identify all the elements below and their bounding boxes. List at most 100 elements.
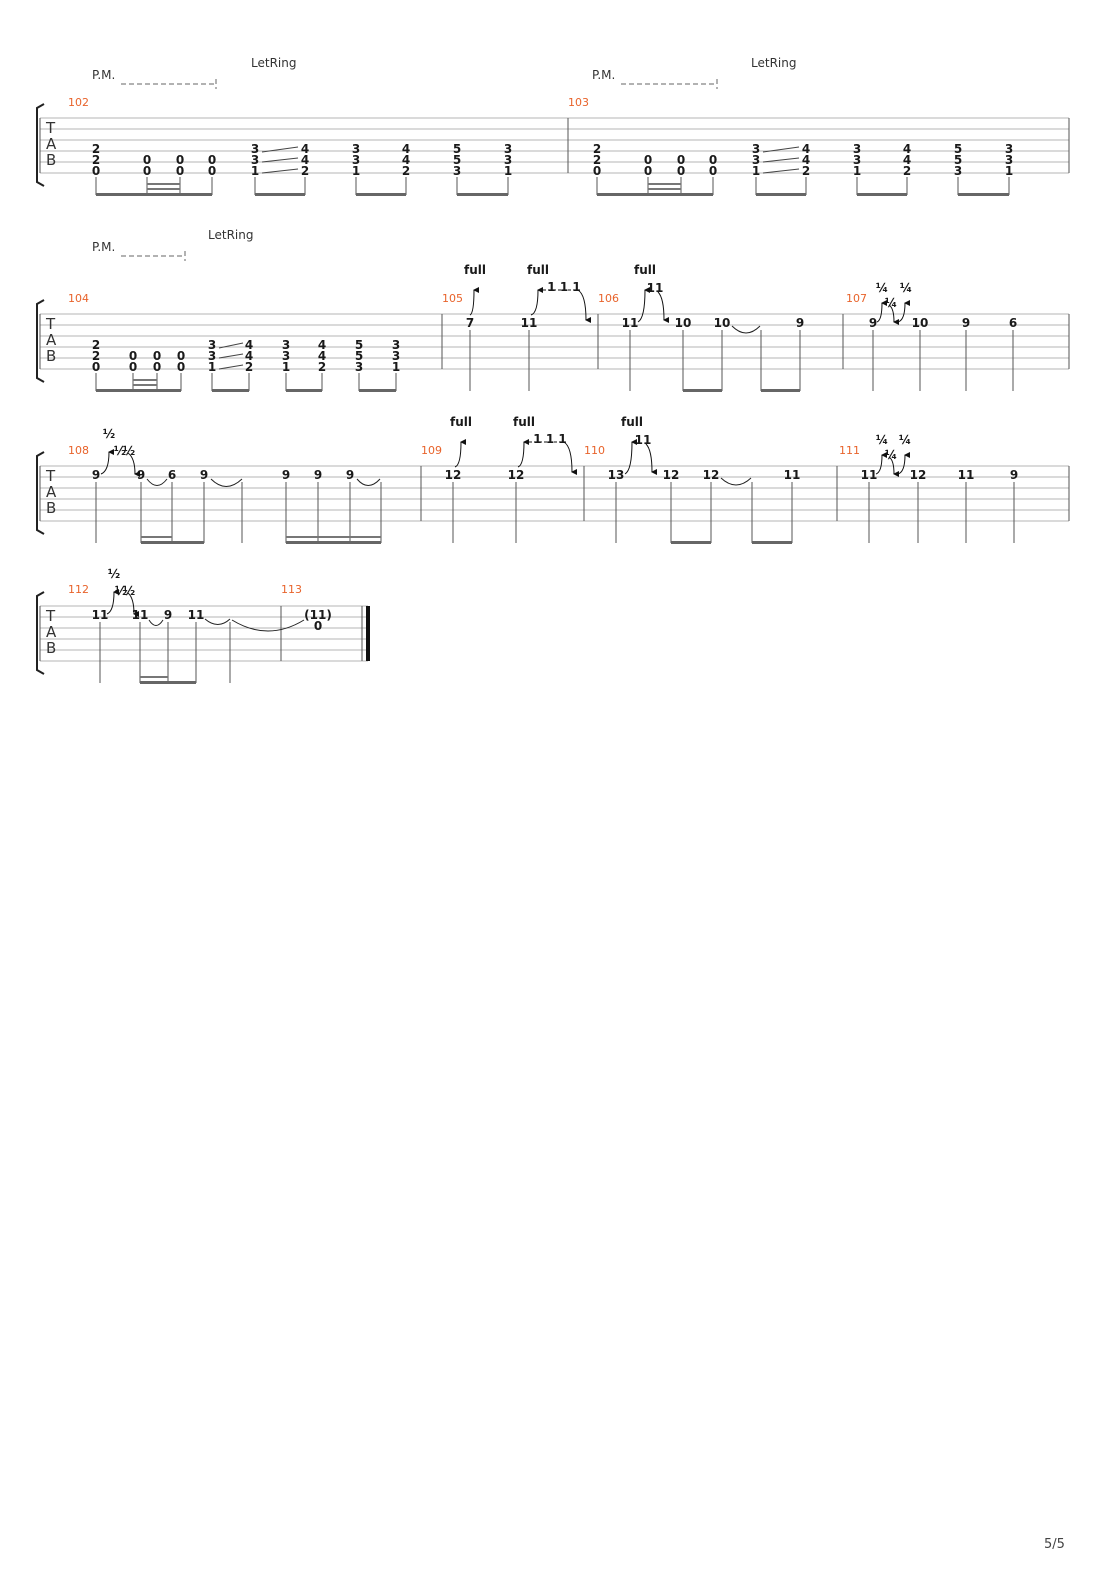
fret-number: 0 — [593, 164, 601, 178]
release-arrow — [127, 452, 141, 477]
fret-number: 2 — [301, 164, 309, 178]
fret-number: 9 — [282, 468, 290, 482]
measure-number: 112 — [68, 583, 89, 596]
final-barline-thick — [366, 606, 370, 661]
measure-number: 102 — [68, 96, 89, 109]
system-4: T A B 112 113 11 11 9 11 ½ ½ ½ (11) 0 — [36, 567, 370, 684]
bend-label: ½ — [114, 444, 126, 458]
measure-number: 109 — [421, 444, 442, 457]
fret-number: 4 — [301, 142, 309, 156]
slide-lines — [261, 146, 299, 174]
fret-number: 0 — [129, 349, 137, 363]
measure-108-stems — [95, 482, 382, 544]
palm-mute-extent — [621, 79, 718, 89]
fret-number: 2 — [802, 164, 810, 178]
fret-number: 9 — [1010, 468, 1018, 482]
fret-number: 1 — [752, 164, 760, 178]
fret-number: 1 — [352, 164, 360, 178]
fret-number: 9 — [796, 316, 804, 330]
measure-110-stems — [615, 482, 793, 544]
release-arrow — [645, 443, 658, 475]
bend-arrow — [100, 449, 115, 475]
fret-number: 2 — [593, 153, 601, 167]
release-arrow — [888, 304, 900, 325]
fret-number: 1 — [504, 164, 512, 178]
let-ring-label: LetRing — [751, 56, 796, 70]
measure-102-beams — [95, 177, 509, 196]
fret-number: 0 — [644, 164, 652, 178]
palm-mute-extent — [121, 251, 186, 261]
fret-number: 9 — [314, 468, 322, 482]
fret-number: 3 — [504, 142, 512, 156]
bend-arrow — [624, 439, 638, 475]
release-arrow — [577, 289, 592, 323]
measure-number: 108 — [68, 444, 89, 457]
fret-number: 3 — [853, 142, 861, 156]
measure-105-frets: 7 11 — [466, 316, 538, 330]
fret-number: 3 — [251, 142, 259, 156]
fret-number: 0 — [129, 360, 137, 374]
fret-number: 9 — [137, 468, 145, 482]
bend-label: ¼ — [885, 296, 897, 310]
fret-number: 3 — [208, 338, 216, 352]
fret-number: 3 — [251, 153, 259, 167]
fret-number: 3 — [208, 349, 216, 363]
bend-arrow — [469, 287, 480, 316]
measure-110-frets: 13 11 12 12 11 — [608, 433, 801, 482]
fret-number: 0 — [709, 164, 717, 178]
system-1: T A B P.M. LetRing P.M. LetRing 102 103 … — [36, 56, 1070, 196]
fret-number: 3 — [355, 360, 363, 374]
bend-label: full — [464, 263, 486, 277]
fret-number: 11 — [622, 316, 639, 330]
fret-number: 10 — [714, 316, 731, 330]
fret-number: 2 — [318, 360, 326, 374]
tab-clef-b: B — [46, 151, 56, 169]
fret-number: 5 — [355, 349, 363, 363]
let-ring-label: LetRing — [251, 56, 296, 70]
fret-number: 12 — [703, 468, 720, 482]
fret-number: 4 — [402, 142, 410, 156]
fret-number: 6 — [168, 468, 176, 482]
bend-label: full — [634, 263, 656, 277]
fret-number: 12 — [445, 468, 462, 482]
measure-number: 106 — [598, 292, 619, 305]
tie — [731, 325, 761, 334]
tab-clef-b: B — [46, 499, 56, 517]
fret-number: 11 — [521, 316, 538, 330]
measure-number: 105 — [442, 292, 463, 305]
bend-arrow — [530, 287, 544, 316]
fret-number: 2 — [92, 153, 100, 167]
fret-number: 11 — [784, 468, 801, 482]
fret-number: 3 — [392, 349, 400, 363]
fret-number: 0 — [208, 164, 216, 178]
tie — [148, 619, 164, 626]
tie — [204, 618, 231, 625]
fret-number: 11 — [635, 433, 652, 447]
bend-label: ½ — [123, 444, 135, 458]
bend-label: ¼ — [899, 433, 911, 447]
fret-number: 0 — [143, 153, 151, 167]
fret-number: 0 — [92, 164, 100, 178]
tab-clef-a: A — [46, 483, 57, 501]
fret-number: 0 — [177, 360, 185, 374]
measure-number: 111 — [839, 444, 860, 457]
fret-number: 0 — [176, 153, 184, 167]
tie — [210, 478, 243, 487]
measure-112-frets: 11 11 9 11 — [92, 608, 205, 622]
page-number: 5/5 — [1044, 1537, 1065, 1552]
fret-number: 10 — [675, 316, 692, 330]
measure-103-frets: 2 2 0 0 0 0 0 0 0 3 3 1 4 4 2 3 3 1 4 4 … — [593, 142, 1013, 178]
release-arrow — [127, 592, 140, 617]
bend-arrow — [454, 439, 467, 468]
fret-number: 3 — [282, 349, 290, 363]
fret-number: 2 — [593, 142, 601, 156]
bend-arrow — [876, 300, 888, 323]
bend-label: ¼ — [900, 281, 912, 295]
bend-label: full — [513, 415, 535, 429]
staff-lines — [40, 465, 1069, 522]
fret-number: 3 — [853, 153, 861, 167]
measure-111-stems — [868, 482, 1015, 543]
fret-number: 4 — [245, 349, 253, 363]
fret-number: 1 — [1005, 164, 1013, 178]
